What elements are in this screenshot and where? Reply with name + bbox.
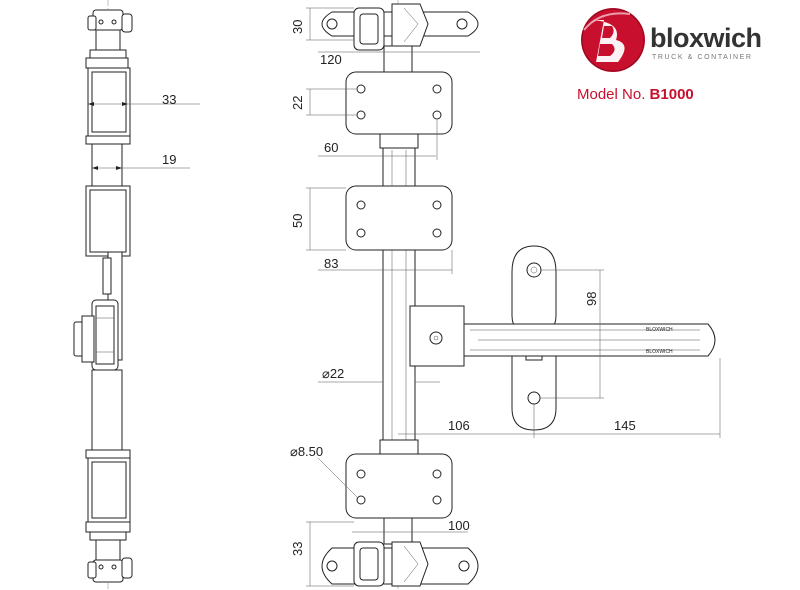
dim-bracket-hole-pitch: 60 [324, 140, 338, 155]
brand-name: bloxwich [650, 23, 762, 53]
handle-inscription-back: BLOXWICH [646, 349, 673, 355]
dim-side-top-width: 33 [162, 92, 176, 107]
dim-bracket-width: 83 [324, 256, 338, 271]
dim-bottom-hinge-width: 100 [448, 518, 470, 533]
model-label: Model No. [577, 86, 646, 103]
dim-handle-offset: 106 [448, 418, 470, 433]
dim-handle-pivot-height: 98 [584, 292, 599, 306]
side-view [73, 0, 200, 590]
brand-tagline: TRUCK & CONTAINER [652, 54, 753, 61]
dim-top-hinge-height: 30 [290, 20, 305, 34]
dim-top-hinge-width: 120 [320, 52, 342, 67]
model-line: Model No. B1000 [577, 86, 694, 103]
dim-bracket-height: 50 [290, 214, 305, 228]
dim-bracket-hole-spacing: 22 [290, 96, 305, 110]
bloxwich-logo-icon [581, 8, 645, 72]
model-number: B1000 [649, 86, 694, 103]
dim-hole-diameter: ⌀8.50 [290, 444, 323, 459]
handle-inscription-front: BLOXWICH [646, 327, 673, 333]
front-view-lower [321, 439, 479, 587]
dim-bottom-hinge-height: 33 [290, 542, 305, 556]
dim-bar-diameter: ⌀22 [322, 366, 344, 381]
front-dimension-lines [306, 7, 721, 587]
dim-handle-length: 145 [614, 418, 636, 433]
front-view [321, 0, 716, 590]
dim-side-bar-width: 19 [162, 152, 176, 167]
